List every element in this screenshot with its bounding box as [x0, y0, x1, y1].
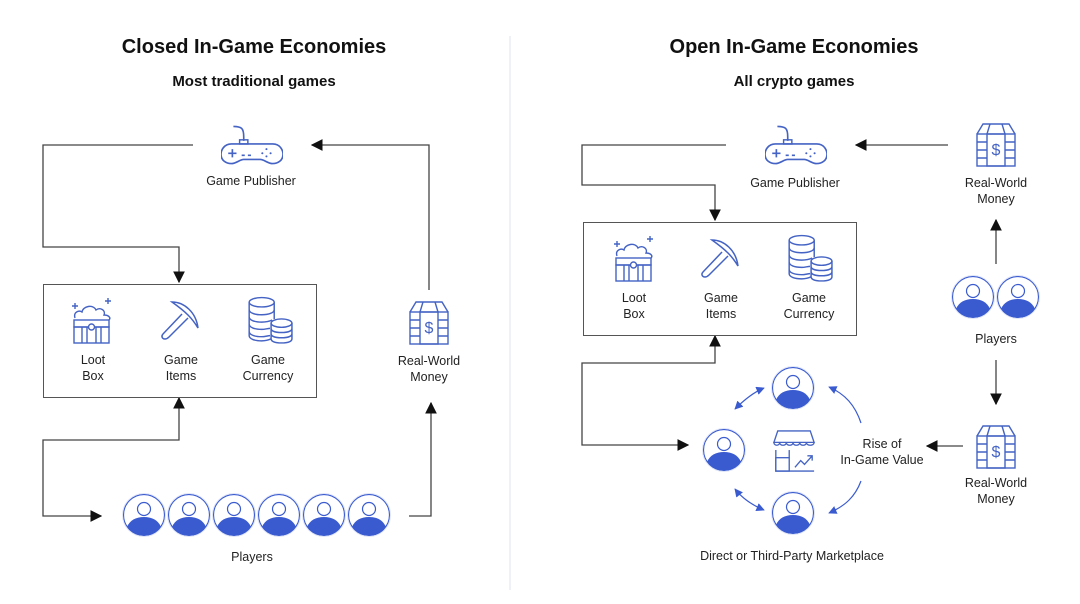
open-players-label: Players — [975, 332, 1017, 346]
market-arrow-rise-to-bottom — [828, 480, 862, 514]
closed-arrow-money-to-publisher — [310, 139, 430, 290]
closed-arrow-box-to-players — [42, 396, 185, 522]
marketplace-player-bottom-icon — [771, 491, 815, 535]
loot-box-icon — [610, 236, 658, 282]
pickaxe-icon — [698, 236, 744, 282]
open-title: Open In-Game Economies — [669, 36, 919, 58]
money-icon — [973, 424, 1019, 470]
closed-arrow-players-to-money — [409, 401, 437, 517]
open-subtitle: All crypto games — [733, 73, 855, 90]
marketplace-label: Direct or Third-Party Marketplace — [700, 549, 884, 563]
marketplace-player-left-icon — [702, 428, 746, 472]
closed-title: Closed In-Game Economies — [121, 36, 387, 58]
player-avatar-icon — [996, 275, 1040, 319]
closed-arrow-publisher-to-box — [42, 144, 193, 284]
game-controller-icon — [765, 124, 827, 166]
player-avatar-icon — [951, 275, 995, 319]
market-arrow-rise-to-top — [828, 386, 862, 424]
money-icon — [973, 122, 1019, 168]
closed-subtitle: Most traditional games — [172, 73, 336, 90]
closed-publisher-label: Game Publisher — [206, 174, 296, 188]
open-arrow-box-to-marketplace — [581, 334, 721, 451]
market-arrow-top-left — [734, 386, 765, 410]
closed-players-label: Players — [231, 550, 273, 564]
market-arrow-bottom-left — [734, 488, 765, 511]
storefront-chart-icon — [772, 429, 816, 473]
marketplace-player-top-icon — [771, 366, 815, 410]
coins-icon — [785, 234, 833, 282]
open-publisher-label: Game Publisher — [750, 176, 840, 190]
section-divider — [509, 36, 511, 590]
open-arrow-publisher-to-box — [581, 144, 726, 222]
